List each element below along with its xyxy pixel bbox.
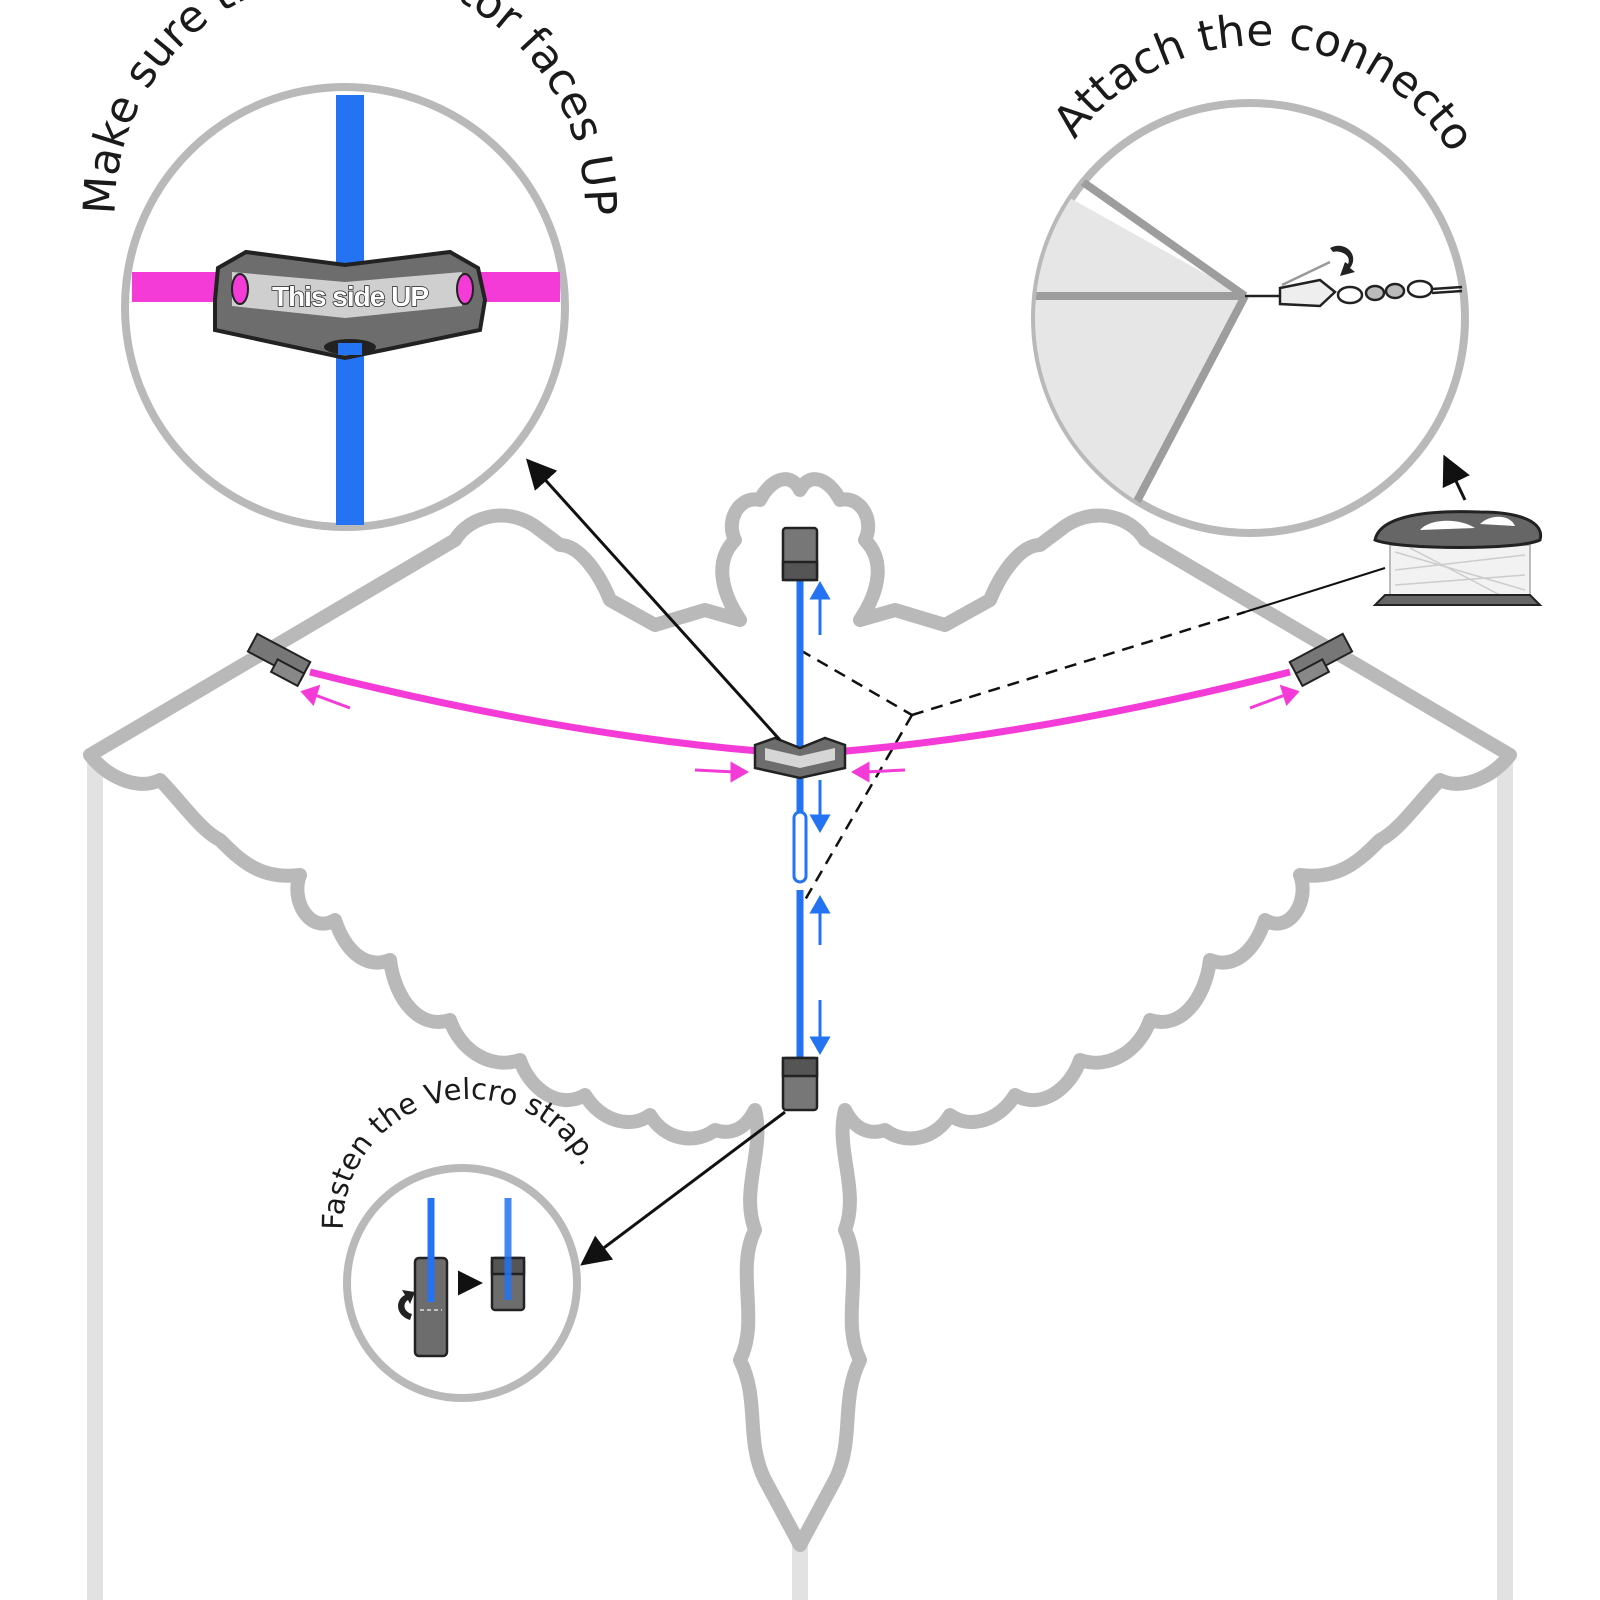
connector-closeup: This side UP <box>213 249 488 361</box>
spine-top-cap <box>781 526 819 582</box>
bridle-lines <box>799 610 1246 901</box>
spar-rod <box>309 668 1291 756</box>
spine-joint <box>792 810 808 884</box>
direction-arrows <box>300 580 1300 1056</box>
spar-end-cap-right <box>1288 632 1354 688</box>
center-connector <box>753 736 847 780</box>
curved-arrow-icon <box>398 1290 415 1320</box>
pointer-arrows <box>525 454 1470 1266</box>
curved-arrow-icon <box>1330 245 1355 276</box>
velcro-detail-callout: Fasten the Velcro strap. <box>316 1072 606 1402</box>
spar-end-cap-left <box>246 632 312 688</box>
flying-line <box>1244 567 1386 613</box>
spine-bottom-cap <box>781 1056 819 1112</box>
snap-swivel-icon <box>1245 260 1463 308</box>
connector-detail-callout: This side UP Make sure the connector fac… <box>0 0 626 531</box>
this-side-up-label: This side UP <box>272 281 428 312</box>
winder-icon <box>1372 510 1543 606</box>
